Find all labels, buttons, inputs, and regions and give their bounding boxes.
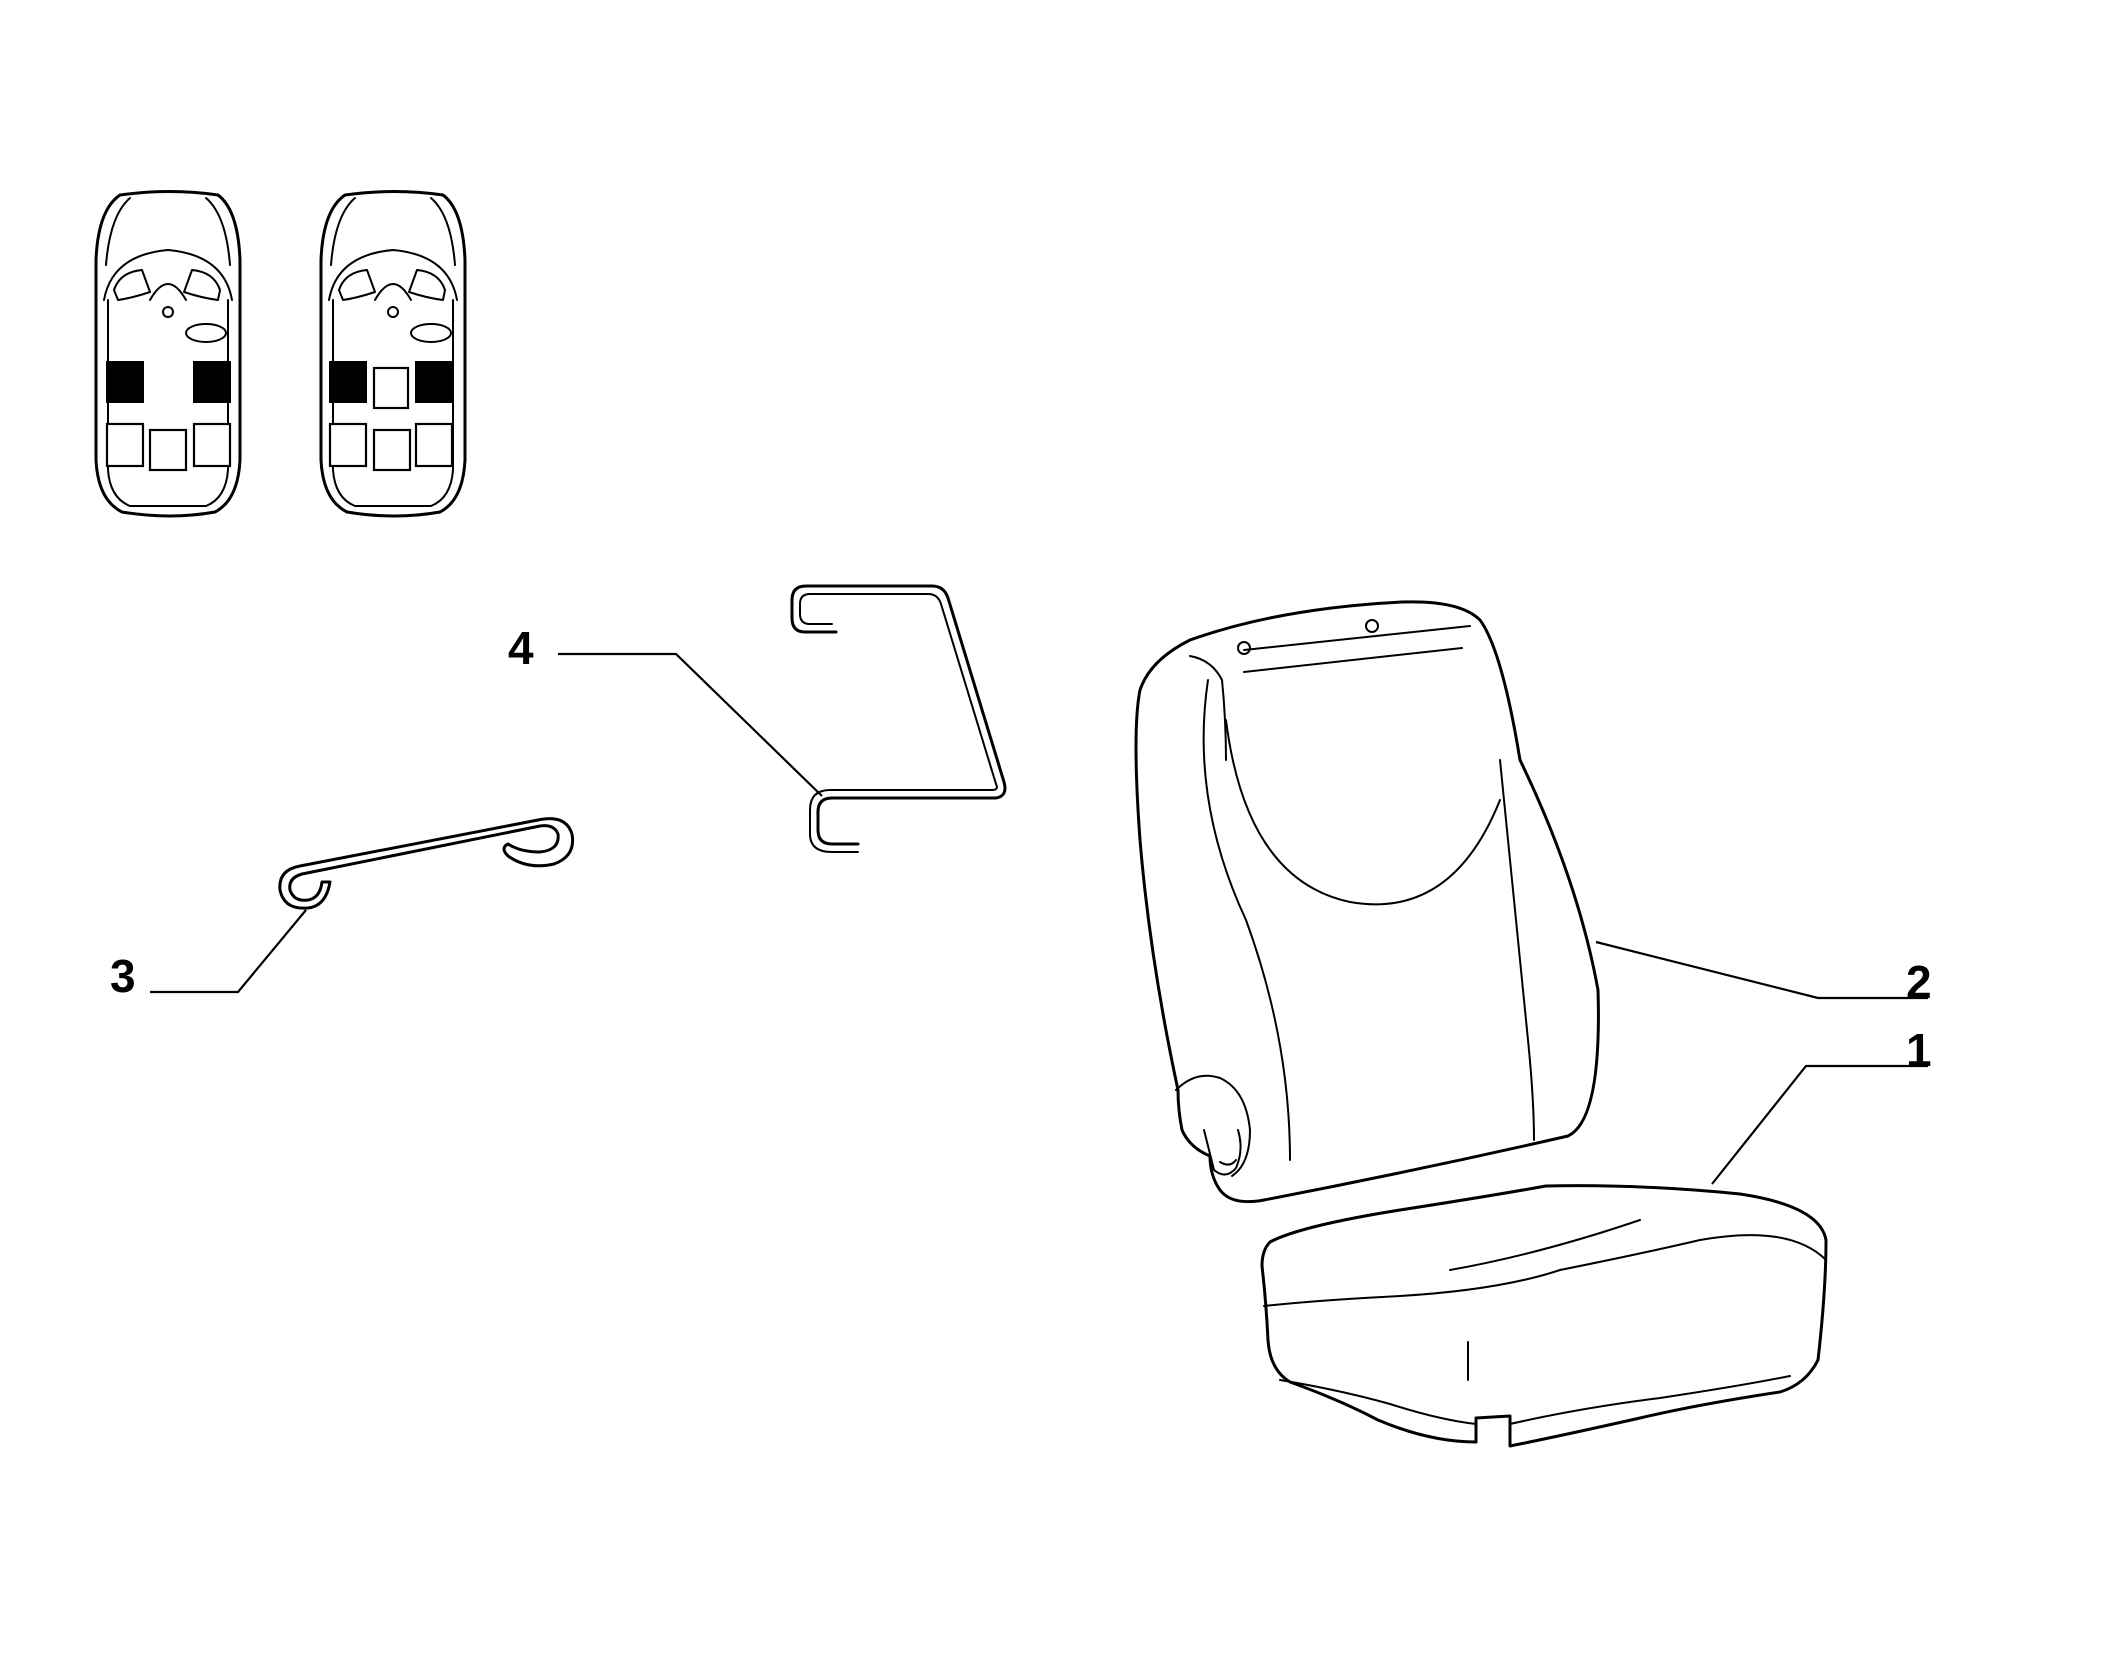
part-3-spring-clip [278, 817, 575, 910]
leader-line-1 [1711, 1064, 1928, 1185]
part-4-wire-frame [790, 584, 1007, 853]
callout-3: 3 [110, 950, 136, 1002]
leader-line-2 [1595, 940, 1928, 1000]
vehicle-top-view-b [319, 190, 467, 518]
callout-4: 4 [508, 622, 534, 674]
leader-line-4 [558, 652, 823, 797]
seat-front-left-b [329, 361, 367, 403]
seat-front-right-b [415, 361, 453, 403]
seat-rear-right-a [192, 422, 232, 468]
seat-rear-left-b [328, 422, 368, 468]
seat-front-center-b [372, 366, 410, 410]
part-1-seat-cushion-cover [1260, 1184, 1828, 1448]
seat-rear-left-a [105, 422, 145, 468]
vehicle-top-view-a [94, 190, 242, 518]
seat-front-left-a [106, 361, 144, 403]
seat-rear-center-b [372, 428, 412, 472]
part-2-seatback-cover [1134, 600, 1600, 1204]
seat-rear-center-a [148, 428, 188, 472]
callout-2: 2 [1906, 956, 1932, 1008]
callout-1: 1 [1906, 1024, 1932, 1076]
seat-rear-right-b [414, 422, 454, 468]
seat-front-right-a [193, 361, 231, 403]
leader-line-3 [150, 909, 307, 994]
